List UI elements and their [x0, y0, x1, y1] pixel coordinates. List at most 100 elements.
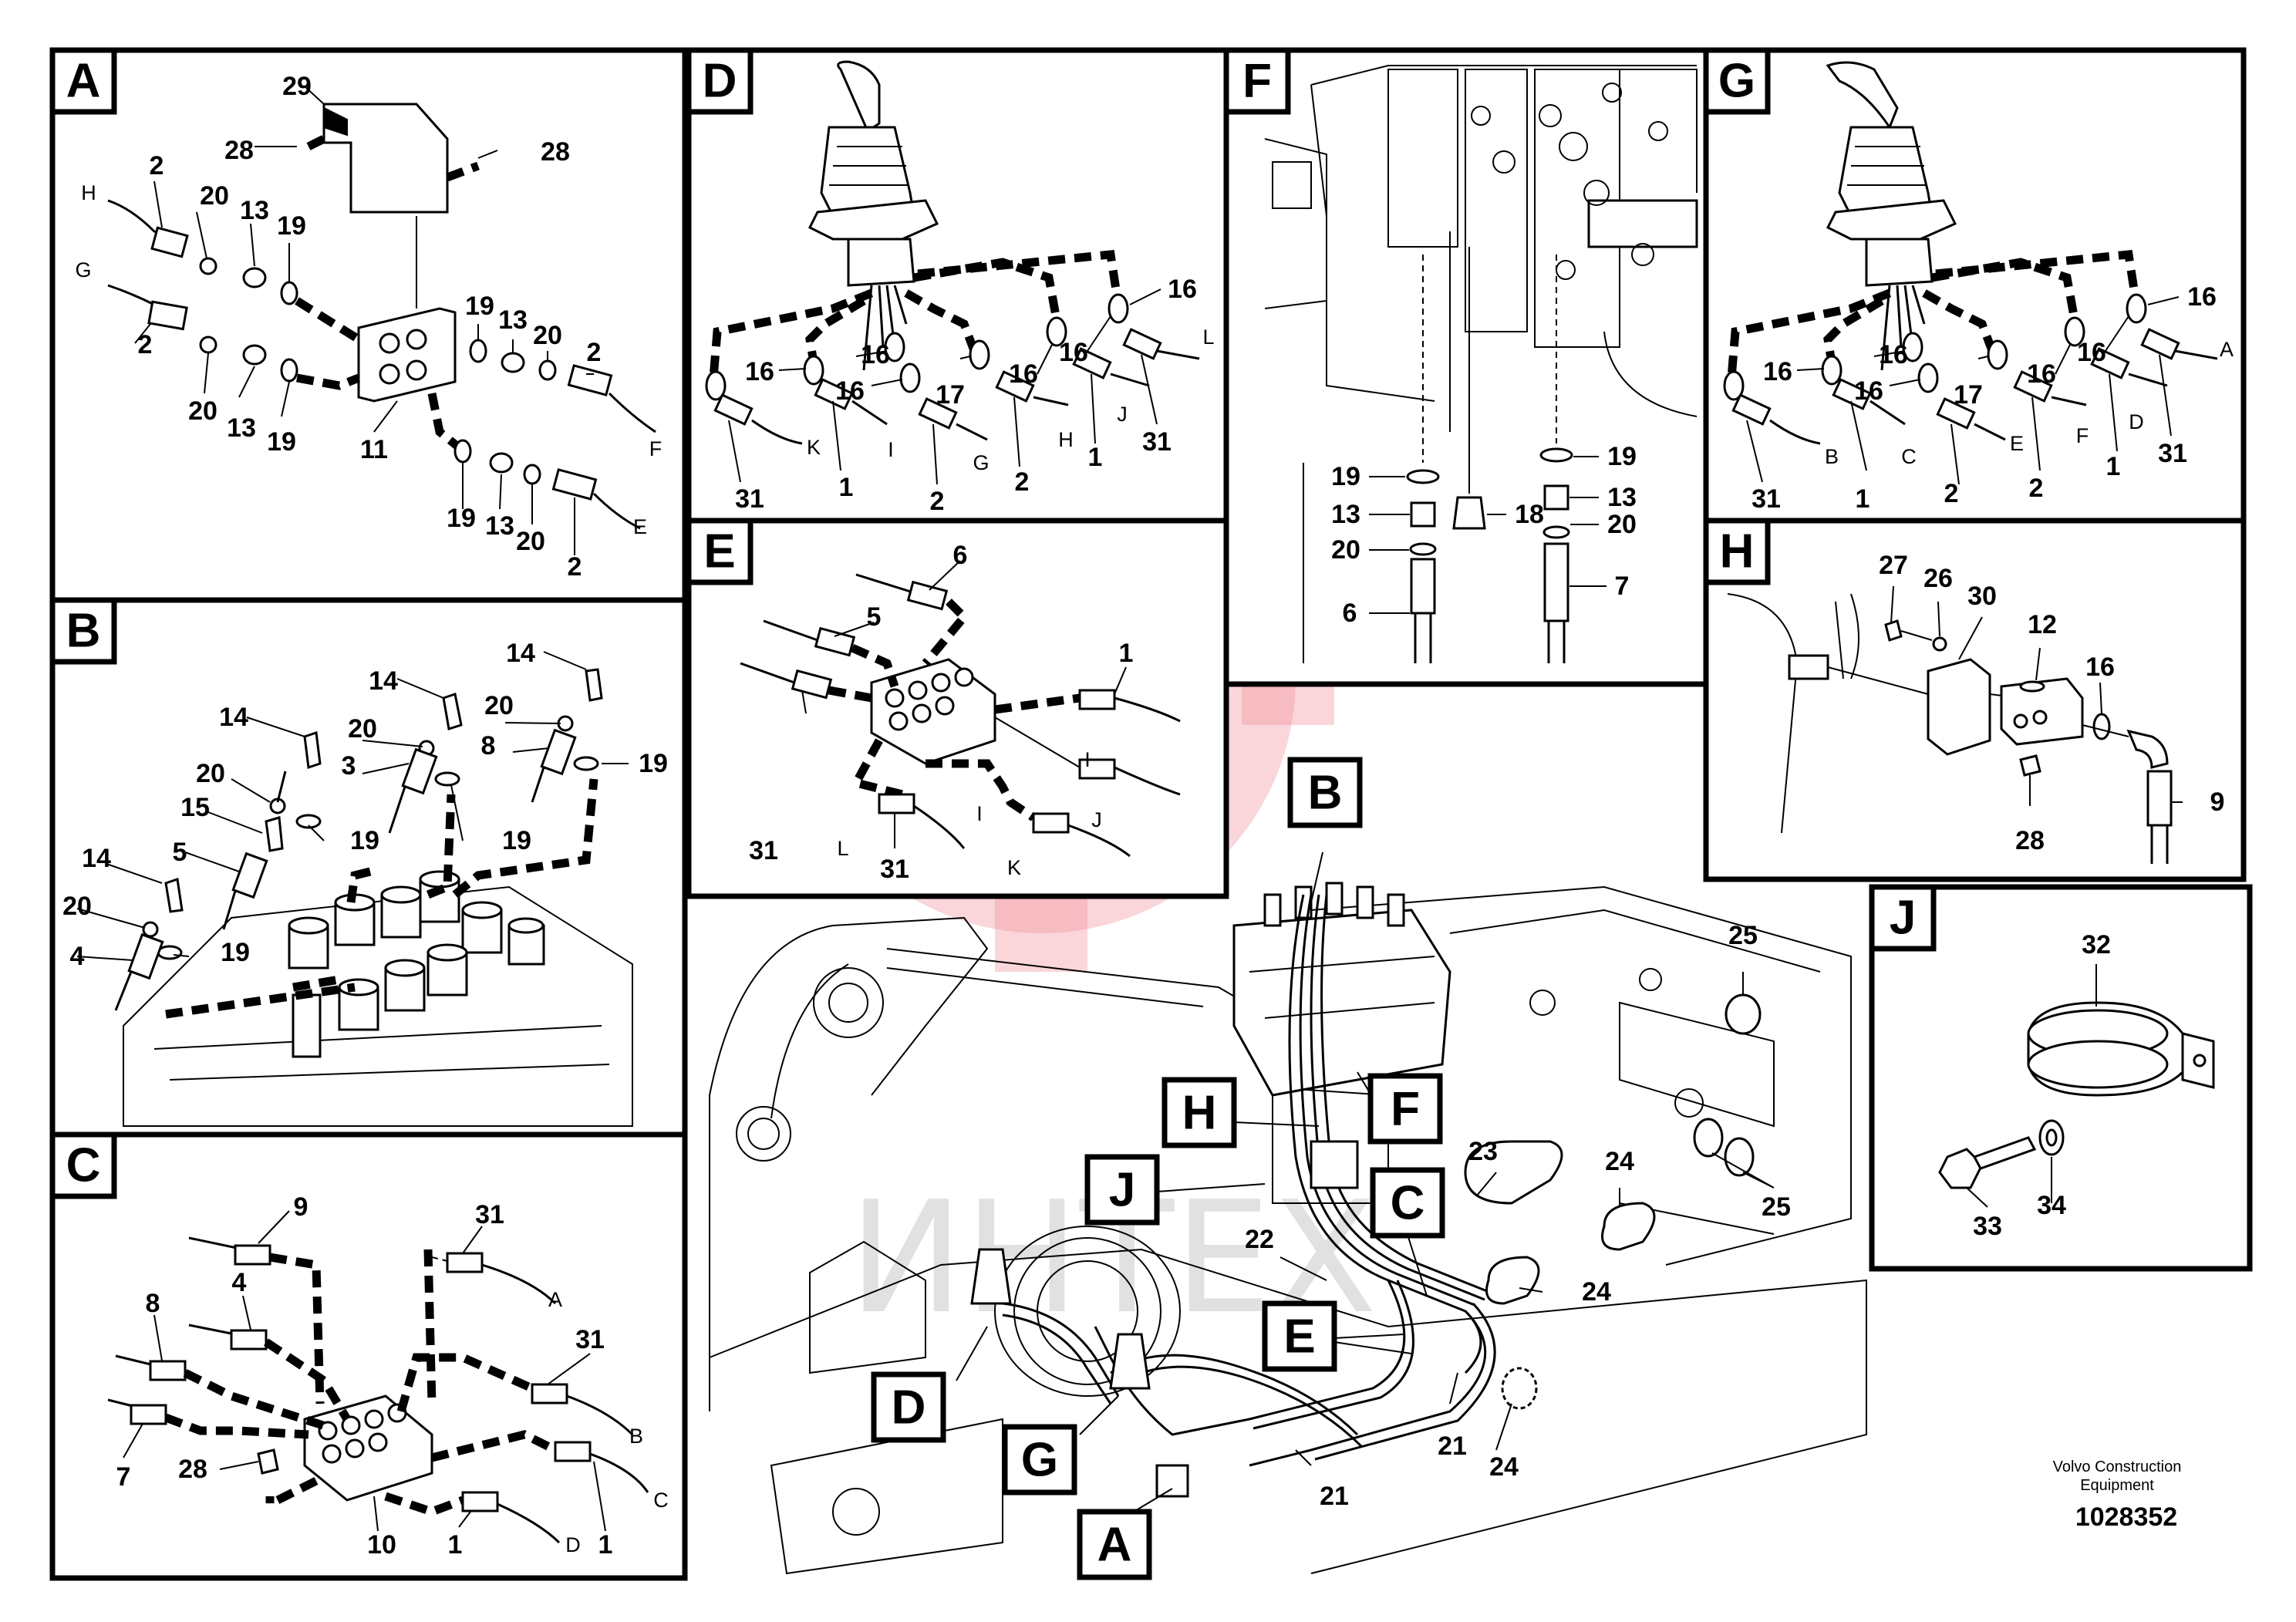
hose-letter-j: J: [1091, 808, 1102, 831]
hose-letter-f: F: [649, 437, 663, 460]
callout-16: 16: [745, 357, 774, 386]
hose-letter-h: H: [81, 181, 96, 204]
callout-20: 20: [188, 396, 217, 426]
overview-tag-f: F: [1391, 1083, 1420, 1136]
callout-16: 16: [861, 340, 890, 369]
hose-letter-h: H: [1058, 428, 1074, 451]
callout-32: 32: [2082, 930, 2111, 959]
callout-20: 20: [200, 181, 229, 211]
callout-16: 16: [1168, 275, 1197, 304]
overview-tag-d: D: [892, 1381, 926, 1435]
callout-20: 20: [533, 321, 562, 350]
hose-letter-g: G: [973, 451, 989, 474]
panel-c: C: [49, 1131, 688, 1581]
callout-22: 22: [1245, 1225, 1274, 1254]
panel-g: G: [1703, 47, 2247, 524]
callout-28: 28: [178, 1455, 207, 1484]
callout-4: 4: [70, 942, 85, 971]
overview-tag-j: J: [1109, 1164, 1135, 1217]
callout-1: 1: [839, 473, 854, 502]
callout-13: 13: [1331, 500, 1360, 529]
callout-2: 2: [568, 552, 582, 582]
callout-2: 2: [930, 487, 945, 516]
callout-19: 19: [639, 749, 668, 778]
callout-19: 19: [267, 427, 296, 457]
callout-20: 20: [516, 527, 545, 556]
callout-14: 14: [506, 639, 535, 668]
callout-23: 23: [1468, 1137, 1498, 1166]
callout-16: 16: [2187, 282, 2217, 312]
callout-25: 25: [1728, 921, 1758, 950]
callout-19: 19: [502, 826, 531, 855]
callout-30: 30: [1967, 582, 1997, 611]
callout-14: 14: [369, 666, 398, 696]
callout-13: 13: [1607, 483, 1637, 512]
hose-letter-f: F: [2076, 424, 2089, 447]
callout-1: 1: [448, 1530, 463, 1560]
callout-20: 20: [484, 691, 514, 720]
panel-tag-g: G: [1718, 55, 1755, 108]
panel-tag-e: E: [703, 525, 735, 578]
document-number: 1028352: [2075, 1502, 2177, 1532]
callout-16: 16: [1059, 338, 1088, 367]
hose-letter-i: I: [976, 802, 983, 825]
panel-tag-h: H: [1720, 525, 1755, 578]
overview-tag-c: C: [1391, 1177, 1425, 1230]
callout-1: 1: [1119, 639, 1134, 668]
callout-27: 27: [1879, 551, 1908, 580]
callout-16: 16: [1879, 340, 1908, 369]
overview-tag-e: E: [1283, 1310, 1315, 1364]
hose-letter-i: I: [1084, 748, 1091, 771]
callout-28: 28: [224, 136, 254, 165]
callout-33: 33: [1973, 1212, 2002, 1241]
callout-31: 31: [2158, 439, 2187, 468]
hose-letter-a: A: [548, 1288, 562, 1311]
callout-34: 34: [2037, 1191, 2066, 1220]
callout-6: 6: [1343, 599, 1357, 628]
callout-19: 19: [1331, 462, 1360, 491]
callout-1: 1: [598, 1530, 613, 1560]
hose-letter-k: K: [807, 436, 821, 459]
hose-letter-k: K: [1007, 856, 1021, 879]
callout-20: 20: [196, 759, 225, 788]
callout-7: 7: [116, 1462, 131, 1492]
callout-13: 13: [227, 413, 256, 443]
callout-31: 31: [1142, 427, 1172, 457]
callout-20: 20: [1331, 535, 1360, 565]
panel-tag-b: B: [66, 605, 101, 658]
callout-1: 1: [1088, 443, 1103, 472]
overview-leaders: [956, 851, 1775, 1512]
callout-5: 5: [173, 838, 187, 867]
panel-tag-j: J: [1890, 892, 1916, 945]
callout-2: 2: [1015, 467, 1030, 497]
callout-31: 31: [735, 484, 764, 514]
callout-21: 21: [1438, 1431, 1467, 1461]
callout-29: 29: [282, 72, 312, 101]
callout-31: 31: [749, 836, 778, 865]
callout-13: 13: [240, 196, 269, 225]
grommet-25a: [1725, 993, 1762, 1035]
callout-8: 8: [146, 1289, 160, 1318]
callout-31: 31: [1752, 484, 1781, 514]
hose-letter-e: E: [633, 515, 647, 538]
overview-tag-b: B: [1308, 767, 1343, 820]
footer: Volvo Construction Equipment 1028352: [2052, 1458, 2182, 1532]
callout-2: 2: [150, 151, 164, 180]
callout-2: 2: [587, 338, 602, 367]
callout-17: 17: [936, 380, 965, 410]
callout-21: 21: [1320, 1482, 1349, 1511]
callout-3: 3: [342, 751, 356, 781]
hose-letter-b: B: [1825, 445, 1839, 468]
callout-2: 2: [138, 330, 153, 359]
callout-15: 15: [180, 793, 210, 822]
callout-13: 13: [485, 511, 514, 541]
hose-letter-d: D: [2129, 410, 2144, 433]
hose-letter-b: B: [629, 1425, 643, 1448]
callout-11: 11: [360, 435, 388, 464]
company-credit: Volvo Construction Equipment: [2052, 1458, 2182, 1494]
panel-tag-a: A: [66, 55, 101, 108]
panel-tag-f: F: [1242, 55, 1272, 108]
callout-19: 19: [221, 938, 250, 967]
hose-letter-c: C: [653, 1489, 669, 1512]
overview-tag-a: A: [1097, 1519, 1132, 1572]
